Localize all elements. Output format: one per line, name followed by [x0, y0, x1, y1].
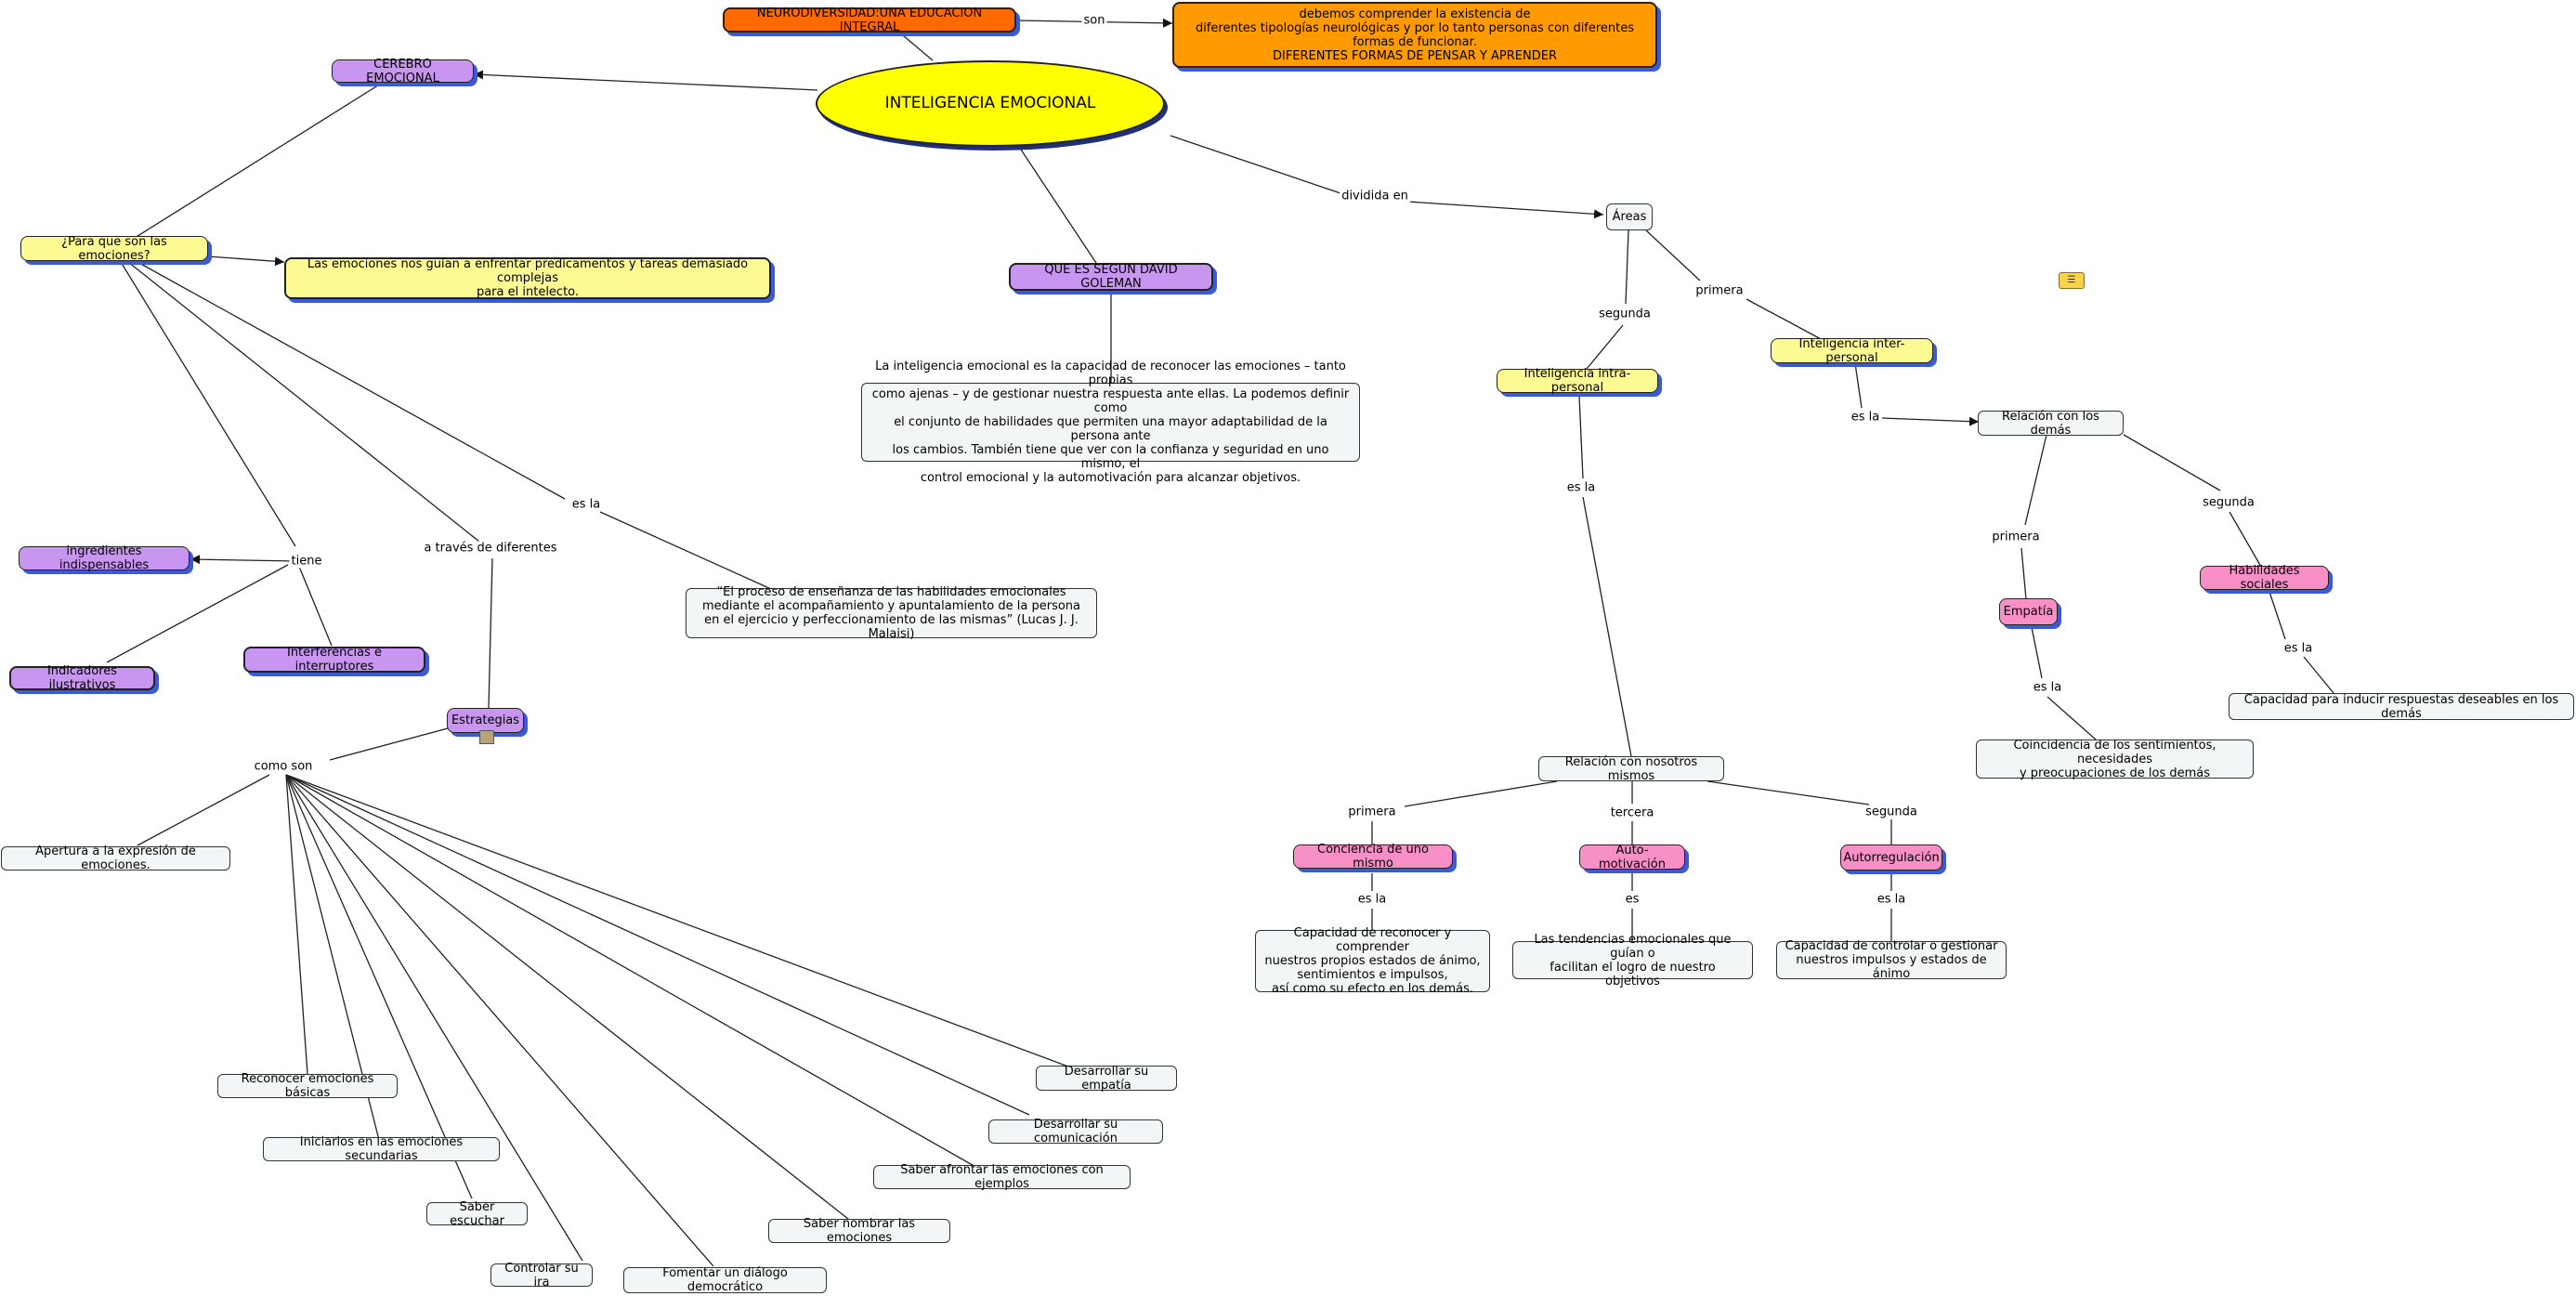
node-saber-escuchar[interactable]: Saber escuchar [426, 1200, 528, 1228]
node-iniciarlos[interactable]: Iniciarlos en las emociones secundarias [263, 1135, 500, 1163]
node-ingredientes[interactable]: ingredientes indispensables [19, 544, 190, 572]
node-capacidad-inducir[interactable]: Capacidad para inducir respuestas deseab… [2229, 693, 2574, 721]
link-label-segunda-mismos: segunda [1863, 805, 1919, 819]
resources-icon[interactable] [479, 730, 494, 744]
link-label-es-la-autorregulacion: es la [1875, 892, 1908, 907]
attachment-icon[interactable]: ☰ [2059, 272, 2085, 289]
node-areas[interactable]: Áreas [1606, 203, 1653, 230]
node-saber-nombrar[interactable]: Saber nombrar las emociones [768, 1217, 950, 1245]
node-empatia[interactable]: Empatía [1999, 598, 2058, 625]
node-desarrollar-empatia[interactable]: Desarrollar su empatía [1036, 1065, 1177, 1093]
node-debemos-comprender[interactable]: debemos comprender la existencia de dife… [1172, 2, 1657, 68]
link-label-son: son [1081, 13, 1107, 28]
node-capacidad-reconocer[interactable]: Capacidad de reconocer y comprender nues… [1255, 926, 1490, 996]
link-label-es: es [1623, 892, 1641, 907]
link-label-segunda-demas: segunda [2201, 495, 2256, 510]
node-emociones-guian[interactable]: Las emociones nos guían a enfrentar pred… [284, 257, 771, 299]
node-controlar-ira[interactable]: Controlar su ira [490, 1262, 593, 1289]
link-label-es-la-empatia: es la [2031, 680, 2064, 695]
node-indicadores[interactable]: Indicadores ilustrativos [9, 664, 155, 692]
node-reconocer-emociones[interactable]: Reconocer emociones básicas [217, 1072, 398, 1100]
node-segun-goleman[interactable]: QUE ES SEGUN DAVID GOLEMAN [1009, 263, 1213, 291]
link-label-primera: primera [1693, 283, 1746, 298]
link-label-es-la-inter: es la [1849, 410, 1882, 425]
node-tendencias[interactable]: Las tendencias emocionales que guían o f… [1512, 933, 1753, 988]
node-neurodiversidad[interactable]: NEURODIVERSIDAD:UNA EDUCACION INTEGRAL [723, 7, 1016, 34]
node-autorregulacion[interactable]: Autorregulación [1840, 844, 1942, 871]
link-label-es-la-habilidades: es la [2282, 641, 2315, 656]
node-capacidad-controlar[interactable]: Capacidad de controlar o gestionar nuest… [1776, 939, 2007, 981]
node-apertura[interactable]: Apertura a la expresión de emociones. [1, 844, 230, 872]
node-inteligencia-emocional[interactable]: INTELIGENCIA EMOCIONAL [816, 60, 1165, 147]
node-cerebro-emocional[interactable]: CEREBRO EMOCIONAL [332, 58, 474, 85]
link-label-es-la-conciencia: es la [1355, 892, 1389, 907]
link-label-tiene: tiene [289, 554, 324, 569]
link-label-primera-mismos: primera [1346, 805, 1398, 819]
node-relacion-demas[interactable]: Relación con los demás [1978, 410, 2124, 438]
node-estrategias[interactable]: Estrategias [447, 708, 524, 733]
node-intra-personal[interactable]: Inteligencia intra-personal [1497, 367, 1658, 395]
node-definicion[interactable]: La inteligencia emocional es la capacida… [861, 360, 1360, 485]
node-coincidencia[interactable]: Coincidencia de los sentimientos, necesi… [1976, 739, 2254, 780]
link-label-a-traves: a través de diferentes [422, 541, 559, 556]
link-label-como-son: como son [252, 759, 315, 774]
node-fomentar-dialogo[interactable]: Fomentar un diálogo democrático [623, 1266, 827, 1294]
node-inter-personal[interactable]: Inteligencia inter-personal [1771, 337, 1933, 365]
link-label-tercera: tercera [1608, 805, 1656, 820]
node-habilidades-sociales[interactable]: Habilidades sociales [2200, 564, 2329, 592]
node-auto-motivacion[interactable]: Auto-motivación [1579, 844, 1685, 871]
estrategias-label: Estrategias [451, 713, 520, 727]
node-saber-afrontar[interactable]: Saber afrontar las emociones con ejemplo… [873, 1163, 1131, 1191]
link-label-dividida-en: dividida en [1340, 189, 1410, 203]
link-label-segunda: segunda [1597, 307, 1653, 321]
node-desarrollar-comunicacion[interactable]: Desarrollar su comunicación [988, 1118, 1163, 1145]
node-para-que-emociones[interactable]: ¿Para que son las emociones? [20, 235, 208, 263]
node-conciencia[interactable]: Conciencia de uno mismo [1293, 843, 1453, 871]
node-interferencias[interactable]: Interferencias e interruptores [243, 646, 425, 674]
link-label-es-la-proceso: es la [569, 497, 603, 512]
node-proceso-quote[interactable]: “El proceso de enseñanza de las habilida… [686, 585, 1097, 641]
link-label-primera-demas: primera [1990, 530, 2042, 544]
link-label-es-la-intra: es la [1564, 480, 1598, 495]
node-relacion-mismos[interactable]: Relación con nosotros mismos [1538, 755, 1724, 783]
